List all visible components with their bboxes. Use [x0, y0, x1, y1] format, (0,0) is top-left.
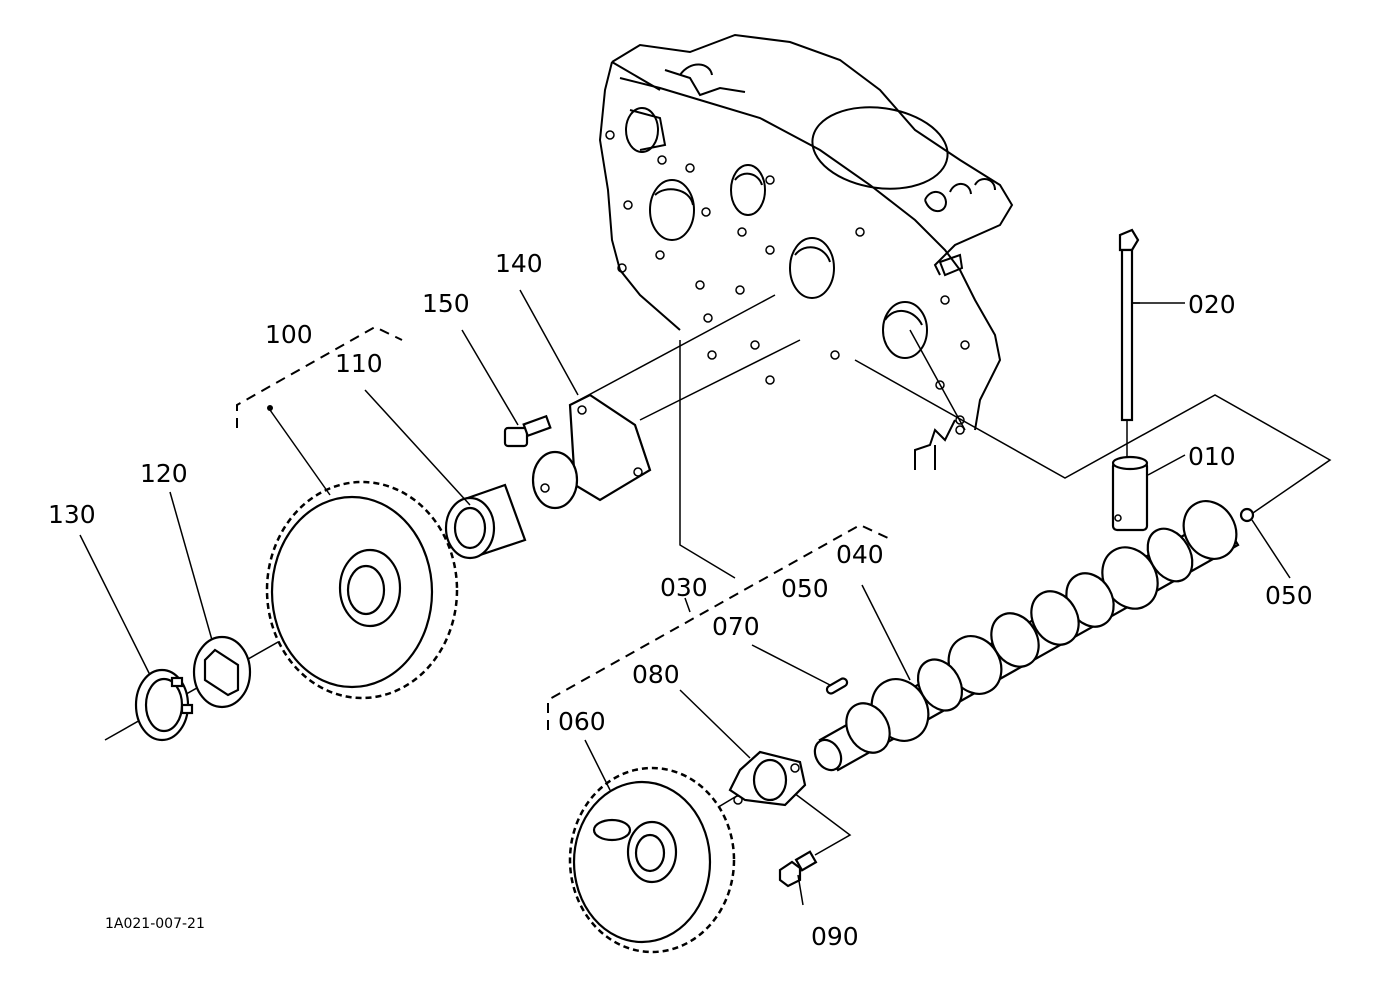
engine-block — [598, 33, 1014, 470]
label-050-left: 050 — [781, 574, 829, 603]
callout-leaders — [79, 289, 1291, 906]
shaft-bolt — [503, 414, 552, 448]
label-080: 080 — [632, 660, 680, 689]
group-bracket-100 — [236, 325, 403, 428]
circlip — [134, 668, 194, 742]
idle-gear — [265, 480, 459, 700]
label-010: 010 — [1188, 442, 1236, 471]
label-100: 100 — [265, 320, 313, 349]
bushing — [444, 483, 527, 560]
tappet — [1111, 455, 1149, 532]
label-060: 060 — [558, 707, 606, 736]
camshaft — [813, 500, 1240, 772]
thrust-plate — [728, 750, 807, 807]
figure-code: 1A021-007-21 — [105, 916, 205, 932]
label-140: 140 — [495, 249, 543, 278]
label-040: 040 — [836, 540, 884, 569]
push-rod — [1118, 228, 1140, 422]
idle-gear-shaft — [531, 393, 652, 510]
hex-bolt — [778, 850, 818, 888]
group-bracket-030 — [547, 523, 889, 730]
label-090: 090 — [811, 922, 859, 951]
label-070: 070 — [712, 612, 760, 641]
label-120: 120 — [140, 459, 188, 488]
feather-key — [825, 677, 849, 695]
label-130: 130 — [48, 500, 96, 529]
collar — [192, 635, 252, 709]
label-110: 110 — [335, 349, 383, 378]
label-030: 030 — [660, 573, 708, 602]
label-020: 020 — [1188, 290, 1236, 319]
group-marker-dot — [267, 405, 273, 411]
cam-gear — [568, 766, 736, 954]
steel-ball — [1239, 507, 1255, 523]
label-050-right: 050 — [1265, 581, 1313, 610]
label-150: 150 — [422, 289, 470, 318]
